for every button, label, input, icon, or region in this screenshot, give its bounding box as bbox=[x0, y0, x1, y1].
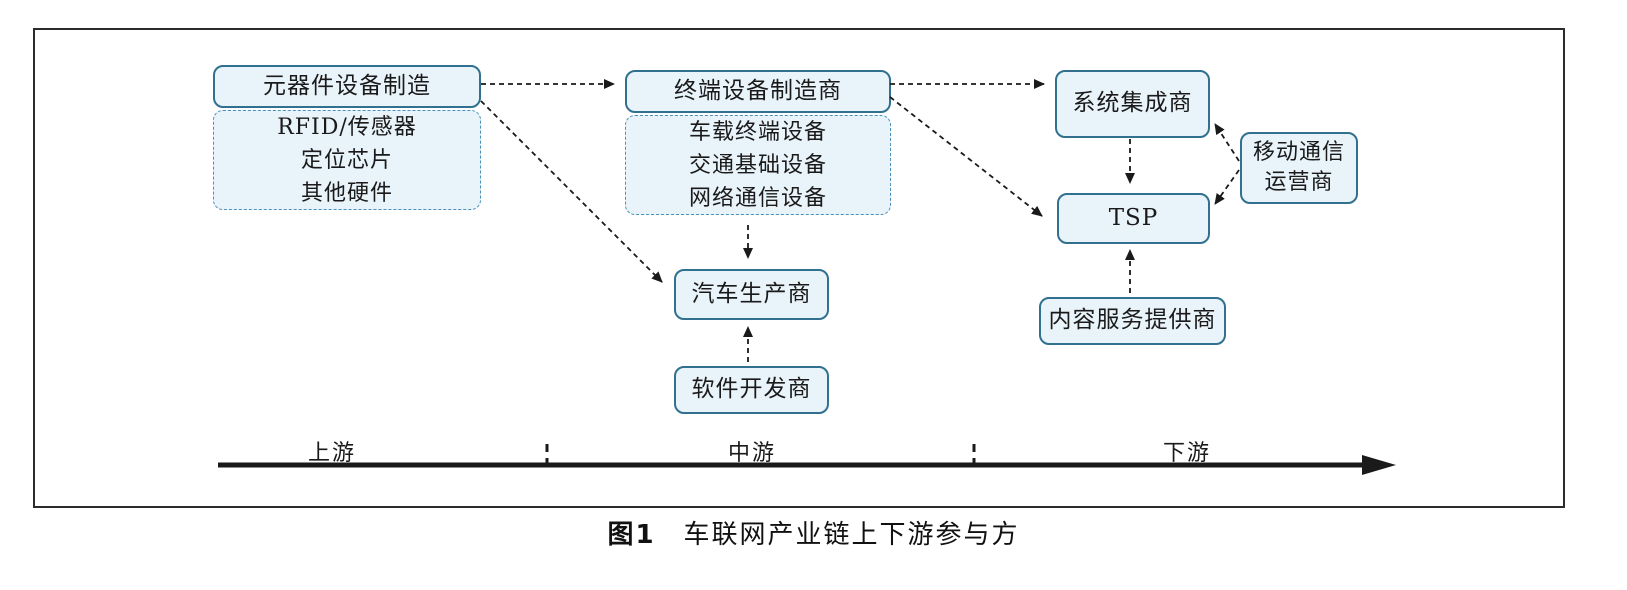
node-component-manufacturer: 元器件设备制造 bbox=[213, 65, 481, 108]
figure-caption: 图1 车联网产业链上下游参与方 bbox=[0, 514, 1627, 551]
node-mobile-operator: 移动通信运营商 bbox=[1240, 132, 1358, 204]
diagram-frame: 元器件设备制造 RFID/传感器 定位芯片 其他硬件 终端设备制造商 车载终端设… bbox=[33, 28, 1565, 508]
terminal-item-vehicle-terminal: 车载终端设备 bbox=[688, 119, 827, 145]
node-label: TSP bbox=[1108, 204, 1159, 231]
node-label: 元器件设备制造 bbox=[263, 72, 431, 99]
node-auto-manufacturer: 汽车生产商 bbox=[674, 269, 829, 320]
terminal-item-network-comm: 网络通信设备 bbox=[688, 185, 827, 211]
axis-stage-upstream: 上游 bbox=[307, 441, 357, 466]
axis-stage-downstream: 下游 bbox=[1162, 441, 1212, 466]
node-tsp: TSP bbox=[1057, 193, 1210, 244]
axis-stage-midstream: 中游 bbox=[727, 441, 777, 466]
node-label: 内容服务提供商 bbox=[1048, 307, 1217, 334]
node-component-sublist: RFID/传感器 定位芯片 其他硬件 bbox=[213, 110, 481, 210]
node-software-developer: 软件开发商 bbox=[674, 366, 829, 414]
node-label: 汽车生产商 bbox=[691, 280, 812, 307]
node-label: 终端设备制造商 bbox=[674, 77, 842, 104]
node-system-integrator: 系统集成商 bbox=[1055, 70, 1210, 138]
terminal-item-traffic-infrastructure: 交通基础设备 bbox=[688, 152, 827, 178]
component-item-rfid-sensor: RFID/传感器 bbox=[277, 114, 417, 140]
figure-title: 车联网产业链上下游参与方 bbox=[683, 520, 1020, 550]
component-item-positioning-chip: 定位芯片 bbox=[300, 147, 393, 173]
node-terminal-manufacturer: 终端设备制造商 bbox=[625, 70, 891, 113]
component-item-other-hardware: 其他硬件 bbox=[300, 180, 393, 206]
node-label: 软件开发商 bbox=[691, 376, 812, 403]
node-label: 移动通信运营商 bbox=[1252, 140, 1345, 195]
node-terminal-sublist: 车载终端设备 交通基础设备 网络通信设备 bbox=[625, 115, 891, 215]
figure-number: 图1 bbox=[607, 520, 656, 550]
node-content-provider: 内容服务提供商 bbox=[1039, 297, 1226, 345]
node-label: 系统集成商 bbox=[1072, 90, 1193, 117]
